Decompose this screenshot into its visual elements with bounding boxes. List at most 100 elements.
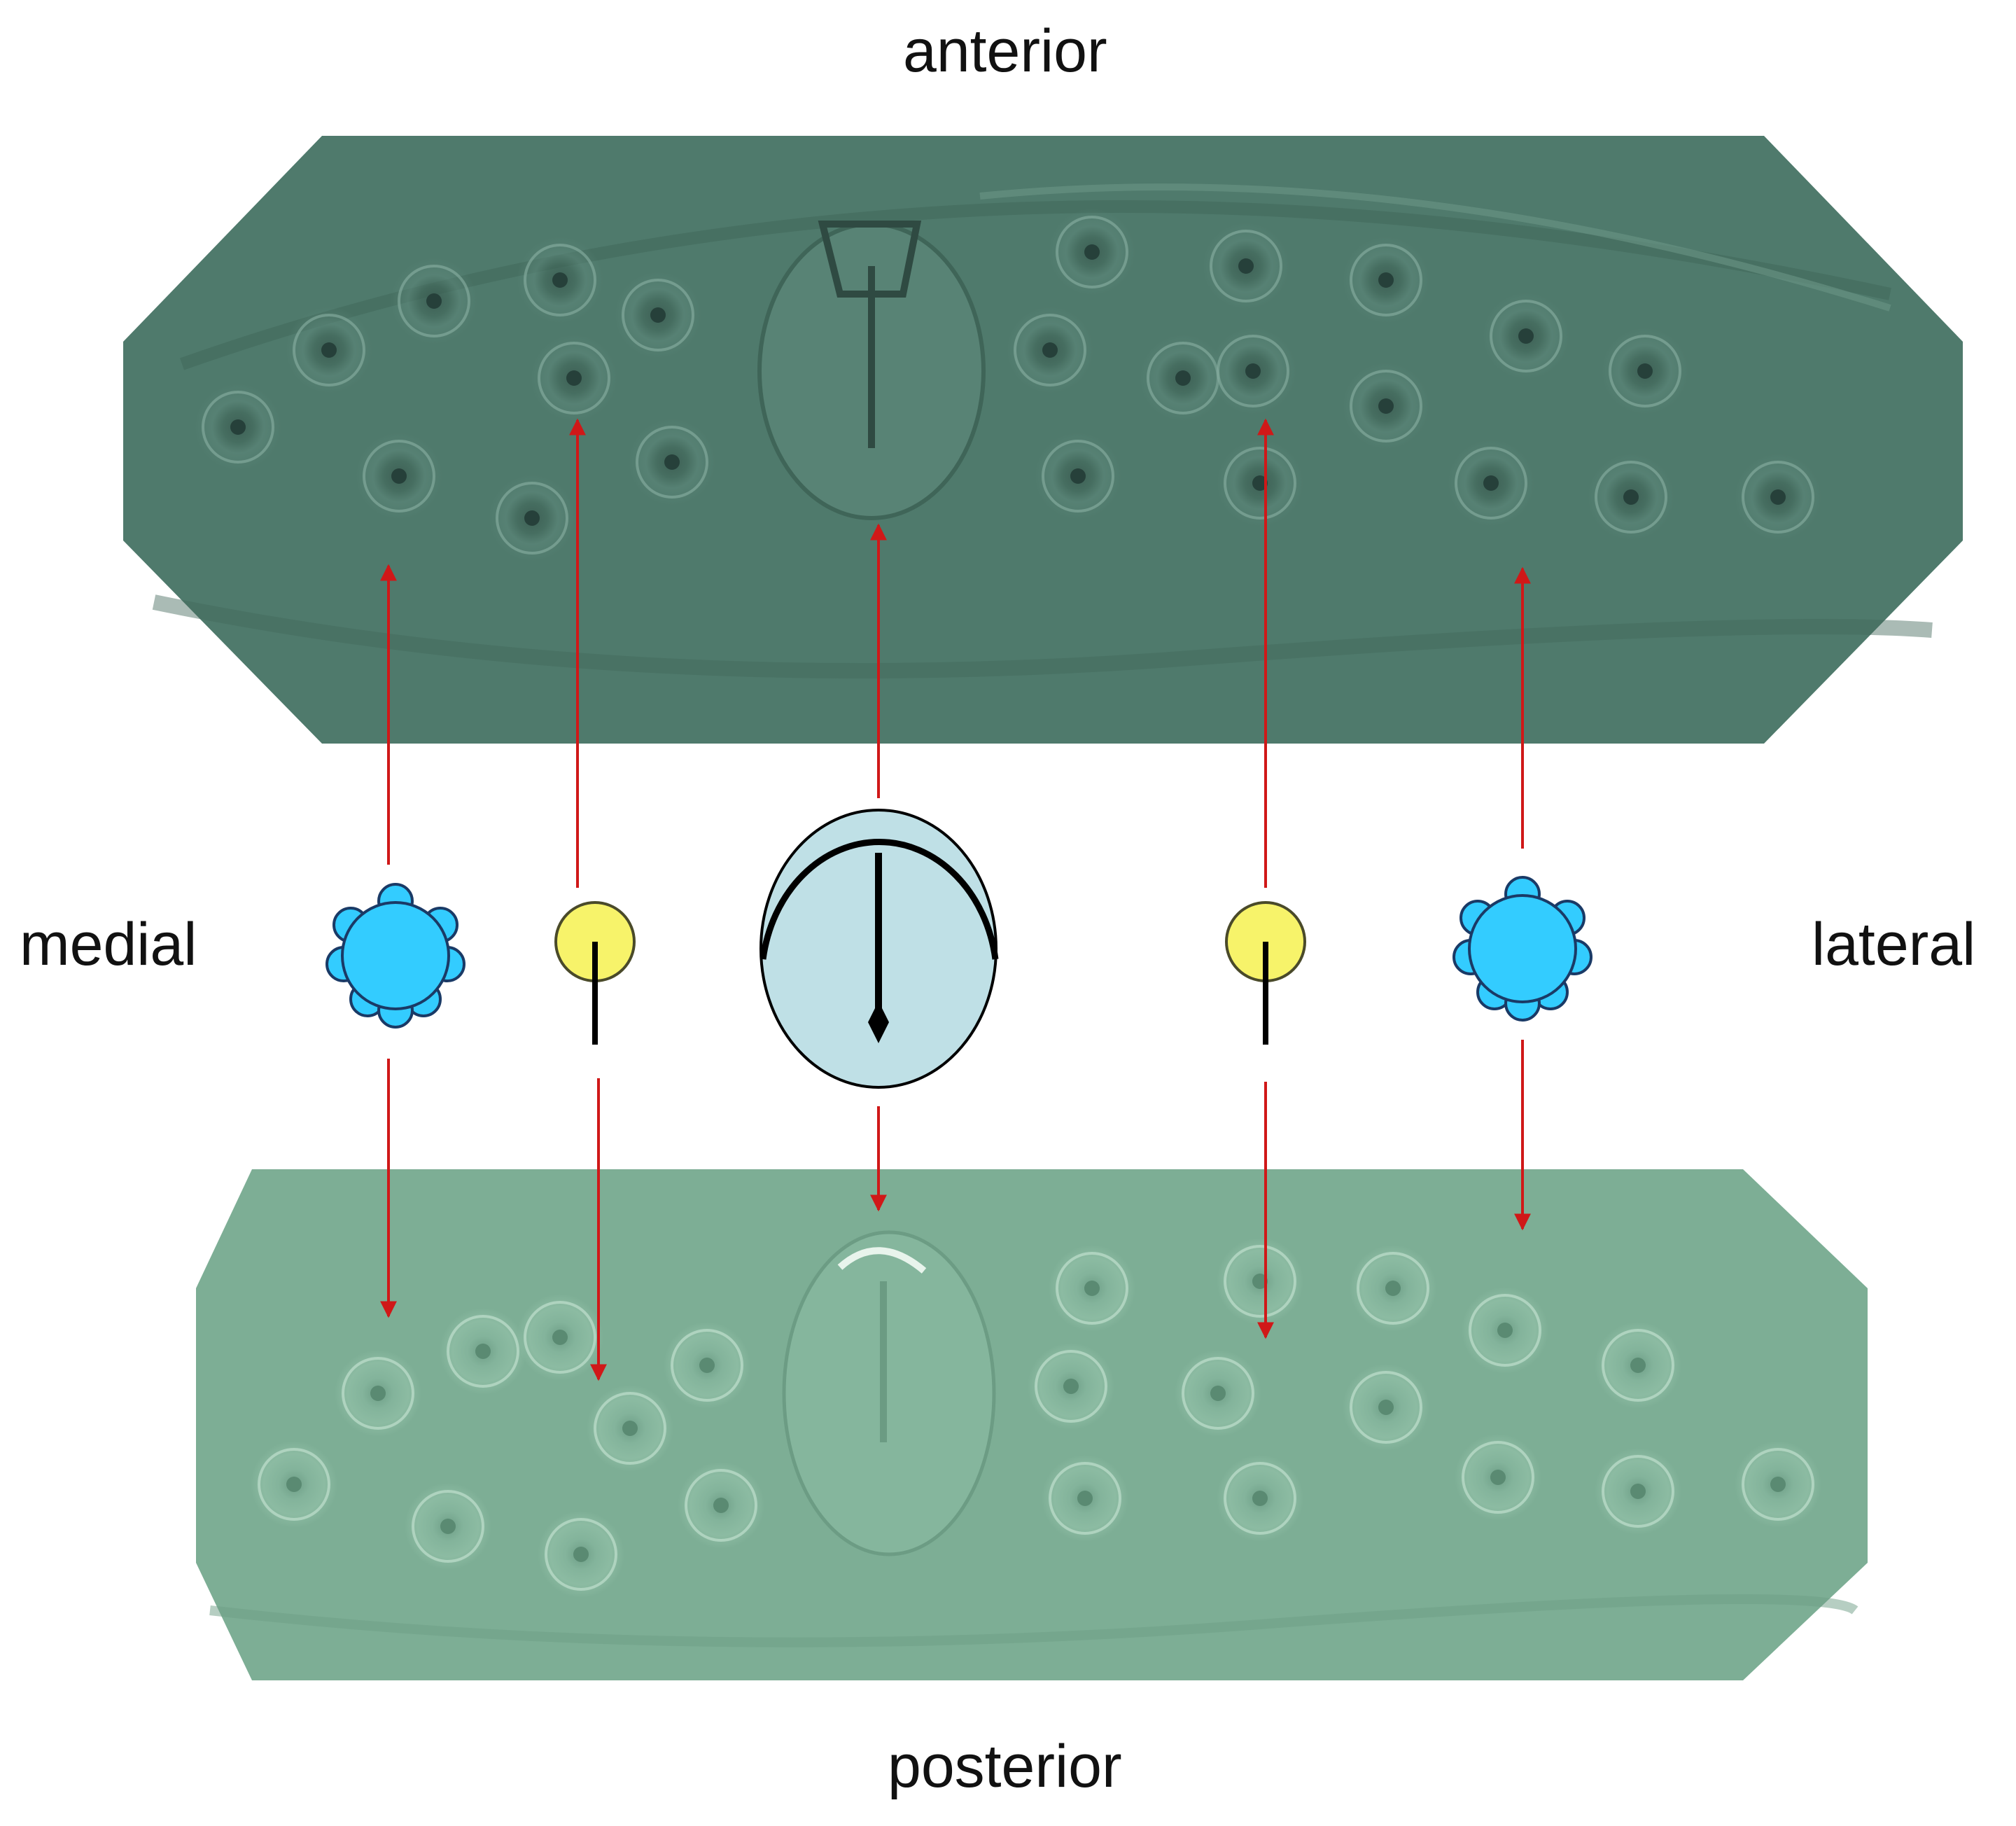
micrograph-cell-nucleus: [1042, 342, 1058, 358]
micrograph-cell-nucleus: [1630, 1358, 1646, 1373]
micrograph-cell-outline: [1609, 335, 1681, 407]
micrograph-cell-nucleus: [1077, 1491, 1093, 1506]
upper-micrograph-panel: [123, 136, 1963, 744]
micrograph-cell-nucleus: [1252, 475, 1268, 491]
micrograph-cell-nucleus: [1070, 468, 1086, 484]
oval-organ-icon: [760, 809, 999, 1089]
micrograph-cell-nucleus: [1770, 489, 1786, 505]
flower-cell-icon: [1452, 876, 1592, 1022]
lower-micrograph-panel: [196, 1169, 1868, 1680]
micrograph-cell-nucleus: [321, 342, 337, 358]
micrograph-cell-outline: [1224, 1462, 1296, 1535]
micrograph-cell-outline: [342, 1357, 414, 1430]
micrograph-cell-nucleus: [440, 1519, 456, 1534]
micrograph-cell-outline: [594, 1392, 666, 1465]
micrograph-cell-outline: [1056, 1252, 1128, 1325]
micrograph-cell-nucleus: [1252, 1491, 1268, 1506]
micrograph-cell-nucleus: [552, 1330, 568, 1345]
micrograph-cell-nucleus: [1623, 489, 1639, 505]
micrograph-cell-outline: [496, 482, 568, 555]
micrograph-cell-nucleus: [1637, 363, 1653, 379]
micrograph-cell-outline: [1602, 1455, 1674, 1528]
micrograph-cell-outline: [1217, 335, 1289, 407]
micrograph-cell-nucleus: [1378, 398, 1394, 414]
lower-cell-field: [251, 1238, 1821, 1598]
micrograph-cell-nucleus: [1084, 1281, 1100, 1296]
micrograph-cell-nucleus: [475, 1344, 491, 1359]
micrograph-cell-outline: [538, 342, 610, 414]
micrograph-cell-outline: [545, 1518, 617, 1591]
micrograph-cell-nucleus: [1483, 475, 1499, 491]
lateral-label: lateral: [1812, 911, 1976, 978]
micrograph-cell-nucleus: [1378, 272, 1394, 288]
lateral-cluster-cell: [1452, 876, 1592, 1022]
micrograph-cell-nucleus: [622, 1421, 638, 1436]
micrograph-cell-nucleus: [391, 468, 407, 484]
micrograph-cell-outline: [1490, 300, 1562, 372]
arrows: [380, 418, 1531, 1381]
micrograph-cell-outline: [685, 1469, 757, 1542]
micrograph-cell-nucleus: [1210, 1386, 1226, 1401]
micrograph-cell-nucleus: [650, 307, 666, 323]
anterior-label: anterior: [903, 18, 1107, 85]
pin-cell-icon: [554, 901, 636, 1045]
micrograph-cell-outline: [1595, 461, 1667, 534]
micrograph-cell-outline: [1182, 1357, 1254, 1430]
micrograph-cell-nucleus: [426, 293, 442, 309]
micrograph-cell-nucleus: [566, 370, 582, 386]
micrograph-cell-outline: [1014, 314, 1086, 386]
micrograph-cell-outline: [1455, 447, 1527, 520]
micrograph-cell-nucleus: [1084, 244, 1100, 260]
micrograph-cell-outline: [363, 440, 435, 513]
micrograph-cell-nucleus: [1245, 363, 1261, 379]
micrograph-cell-outline: [1350, 370, 1422, 442]
micrograph-cell-outline: [1602, 1329, 1674, 1402]
micrograph-cell-outline: [524, 244, 596, 316]
flower-cell-icon: [326, 883, 465, 1029]
micrograph-cell-nucleus: [1497, 1323, 1513, 1338]
micrograph-cell-nucleus: [524, 510, 540, 526]
micrograph-cell-nucleus: [1518, 328, 1534, 344]
micrograph-cell-nucleus: [552, 272, 568, 288]
micrograph-cell-nucleus: [230, 419, 246, 435]
micrograph-cell-nucleus: [286, 1477, 302, 1492]
micrograph-cell-outline: [1462, 1441, 1534, 1514]
micrograph-cell-nucleus: [1385, 1281, 1401, 1296]
micrograph-cell-nucleus: [699, 1358, 715, 1373]
micrograph-cell-outline: [1056, 216, 1128, 288]
micrograph-cell-outline: [1350, 244, 1422, 316]
micrograph-cell-outline: [1357, 1252, 1429, 1325]
micrograph-cell-outline: [1469, 1294, 1541, 1367]
micrograph-cell-outline: [622, 279, 694, 351]
micrograph-cell-outline: [1042, 440, 1114, 513]
posterior-label: posterior: [888, 1733, 1122, 1800]
micrograph-cell-outline: [636, 426, 708, 499]
micrograph-cell-outline: [202, 391, 274, 464]
micrograph-cell-outline: [524, 1301, 596, 1374]
micrograph-cell-nucleus: [1490, 1470, 1506, 1485]
micrograph-cell-outline: [1224, 447, 1296, 520]
medial-small-cell: [554, 901, 636, 1045]
micrograph-cell-outline: [398, 265, 470, 337]
micrograph-cell-nucleus: [573, 1547, 589, 1562]
upper-cell-field: [195, 209, 1821, 562]
medial-cluster-cell: [326, 883, 465, 1029]
micrograph-cell-nucleus: [1175, 370, 1191, 386]
micrograph-cell-outline: [258, 1448, 330, 1521]
micrograph-cell-nucleus: [1770, 1477, 1786, 1492]
micrograph-cell-nucleus: [1063, 1379, 1079, 1394]
micrograph-cell-nucleus: [664, 454, 680, 470]
micrograph-cell-outline: [293, 314, 365, 386]
micrograph-cell-outline: [1742, 1448, 1814, 1521]
micrograph-cell-nucleus: [370, 1386, 386, 1401]
micrograph-cell-outline: [1035, 1350, 1107, 1423]
micrograph-cell-outline: [412, 1490, 484, 1563]
micrograph-cell-outline: [1210, 230, 1282, 302]
lateral-small-cell: [1225, 901, 1306, 1045]
micrograph-cell-outline: [671, 1329, 743, 1402]
medial-label: medial: [20, 911, 197, 978]
micrograph-cell-nucleus: [1378, 1400, 1394, 1415]
micrograph-cell-nucleus: [1238, 258, 1254, 274]
pin-cell-icon: [1225, 901, 1306, 1045]
